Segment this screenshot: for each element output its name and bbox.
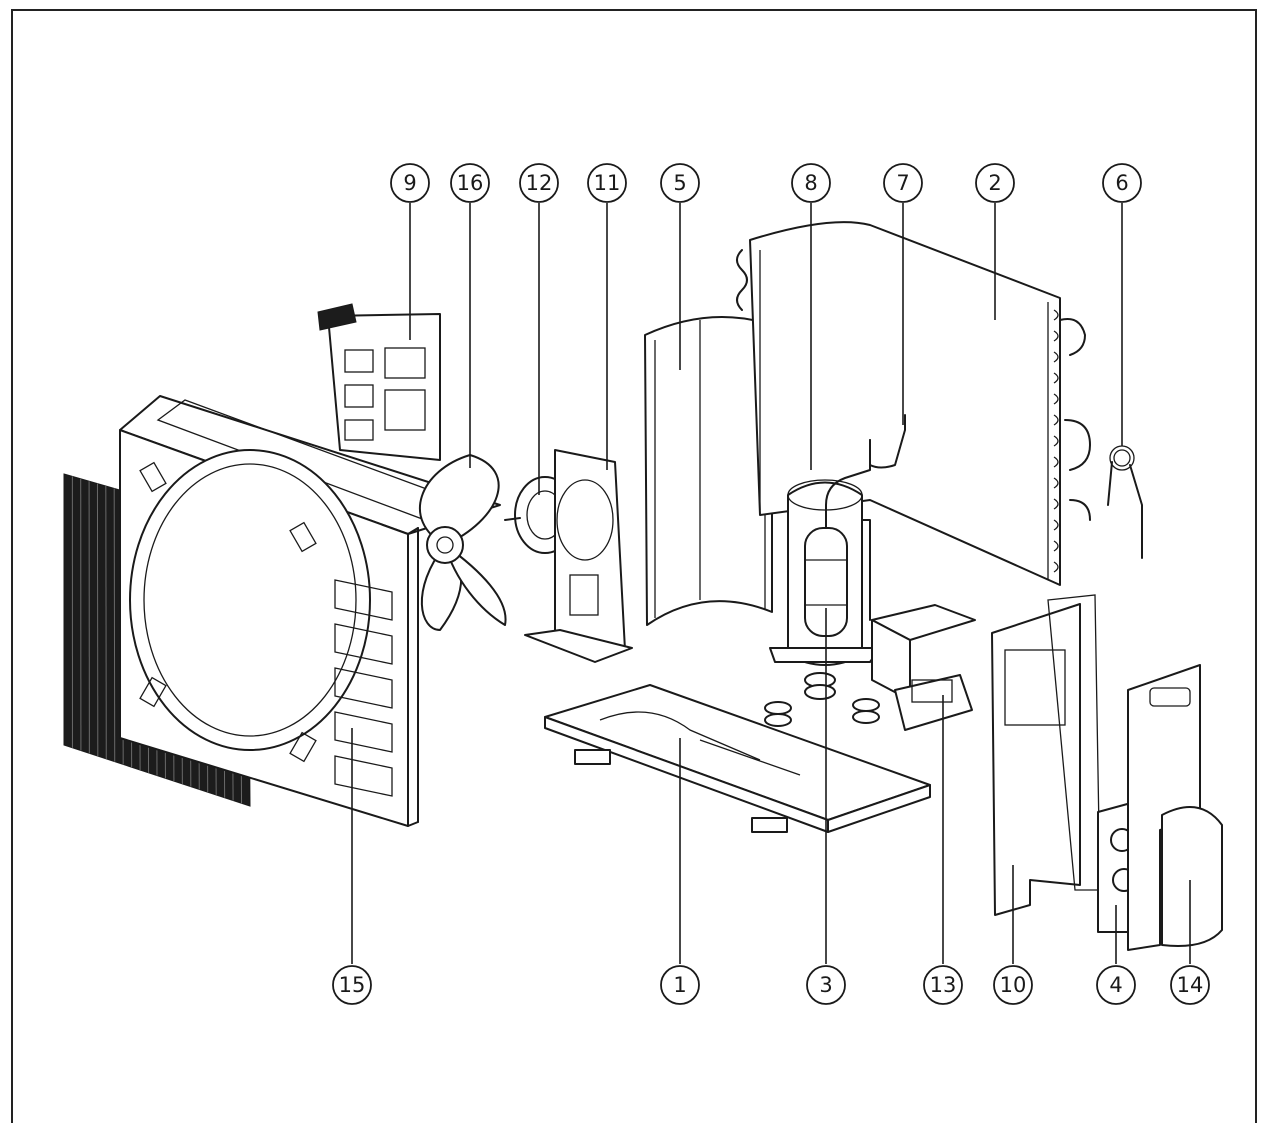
callout-9: 9: [390, 163, 430, 203]
callout-14: 14: [1170, 965, 1210, 1005]
svg-text:16: 16: [457, 171, 484, 195]
refrigerant-pipe: [861, 414, 906, 621]
diagram-frame: [11, 9, 1257, 1123]
svg-text:11: 11: [594, 171, 621, 195]
callout-12: 12: [519, 163, 559, 203]
svg-text:13: 13: [930, 973, 957, 997]
valve-cover: [1127, 664, 1223, 951]
chassis: [544, 684, 931, 833]
partition-plate: [644, 316, 773, 626]
callout-16: 16: [450, 163, 490, 203]
callout-5: 5: [660, 163, 700, 203]
callout-15: 15: [332, 965, 372, 1005]
callout-8: 8: [791, 163, 831, 203]
callout-10: 10: [993, 965, 1033, 1005]
svg-text:3: 3: [819, 973, 832, 997]
svg-text:2: 2: [988, 171, 1001, 195]
right-side-panel: [991, 594, 1101, 916]
svg-text:4: 4: [1109, 973, 1122, 997]
svg-text:14: 14: [1177, 973, 1204, 997]
rubber-feet: [764, 672, 880, 727]
callout-7: 7: [883, 163, 923, 203]
callout-11: 11: [587, 163, 627, 203]
svg-text:1: 1: [673, 973, 686, 997]
callout-4: 4: [1096, 965, 1136, 1005]
callout-13: 13: [923, 965, 963, 1005]
callout-2: 2: [975, 163, 1015, 203]
svg-text:15: 15: [339, 973, 366, 997]
svg-text:12: 12: [526, 171, 553, 195]
leader-lines: [351, 203, 1191, 964]
callout-6: 6: [1102, 163, 1142, 203]
electric-box: [871, 604, 976, 731]
svg-text:10: 10: [1000, 973, 1027, 997]
svg-text:6: 6: [1115, 171, 1128, 195]
callout-3: 3: [806, 965, 846, 1005]
svg-text:5: 5: [673, 171, 686, 195]
callout-1: 1: [660, 965, 700, 1005]
fan-blade: [418, 454, 507, 631]
thermal-coil: [1107, 445, 1143, 559]
cabinet: [119, 303, 501, 827]
svg-text:7: 7: [896, 171, 909, 195]
svg-text:9: 9: [403, 171, 416, 195]
motor-bracket: [524, 449, 633, 663]
svg-text:8: 8: [804, 171, 817, 195]
